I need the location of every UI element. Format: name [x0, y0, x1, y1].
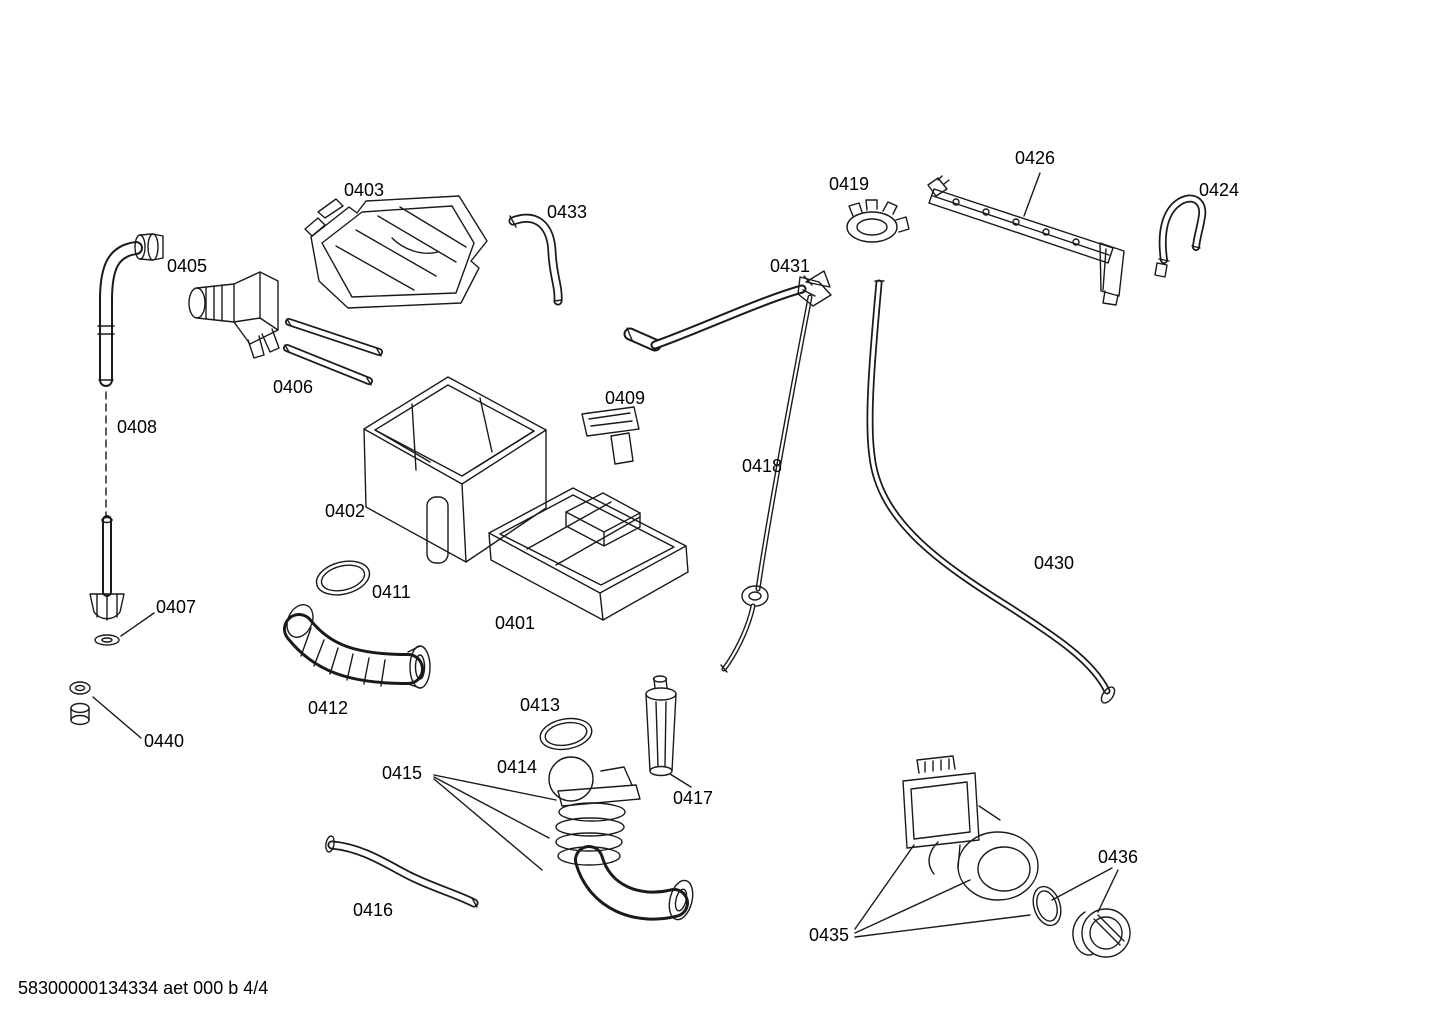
part-label-0413: 0413	[520, 695, 561, 715]
part-label-0419: 0419	[829, 174, 870, 194]
part-0424-hook-drawing	[1154, 194, 1207, 278]
part-label-0415: 0415	[382, 763, 423, 783]
part-0435-drain-pump-drawing	[854, 755, 1039, 938]
part-0419-clamp-drawing	[846, 199, 910, 243]
part-0430-hose-drawing	[866, 279, 1116, 704]
part-0409-bracket-drawing	[581, 406, 640, 465]
part-label-0435: 0435	[809, 925, 850, 945]
part-0417-stub-drawing	[645, 675, 692, 788]
part-label-0411: 0411	[372, 582, 411, 602]
part-label-0431: 0431	[770, 256, 811, 276]
part-0415-drain-elbow-drawing	[433, 766, 694, 921]
part-label-0416: 0416	[353, 900, 394, 920]
part-label-0405: 0405	[167, 256, 208, 276]
part-label-0403: 0403	[344, 180, 385, 200]
part-0403-dispenser-cover-drawing	[304, 195, 488, 309]
part-label-0401: 0401	[495, 613, 536, 633]
part-0402-dispenser-housing-drawing	[363, 376, 547, 564]
document-number: 58300000134334 aet 000 b 4/4	[18, 978, 269, 998]
part-label-0440: 0440	[144, 731, 185, 751]
part-label-0412: 0412	[308, 698, 349, 718]
part-0405-inlet-valve-drawing	[188, 271, 280, 359]
part-label-0407: 0407	[156, 597, 197, 617]
part-0406-tubes-drawing	[283, 318, 383, 386]
part-0436-filter-cap-drawing	[1032, 867, 1131, 958]
part-label-0418: 0418	[742, 456, 783, 476]
part-label-0409: 0409	[605, 388, 646, 408]
part-0413-seal-ring-drawing	[539, 717, 593, 751]
part-0407-nozzle-drawing	[89, 515, 155, 646]
part-label-0402: 0402	[325, 501, 366, 521]
part-label-0424: 0424	[1199, 180, 1240, 200]
part-0431-hose-clip-drawing	[797, 270, 832, 307]
part-label-0436: 0436	[1098, 847, 1139, 867]
part-label-0417: 0417	[673, 788, 714, 808]
part-label-0430: 0430	[1034, 553, 1075, 573]
part-label-0406: 0406	[273, 377, 314, 397]
part-0408-inlet-hose-drawing	[97, 233, 164, 517]
part-0412-bellows-hose-drawing	[283, 604, 431, 689]
part-label-0433: 0433	[547, 202, 588, 222]
part-label-0426: 0426	[1015, 148, 1056, 168]
part-0440-washers-drawing	[69, 681, 142, 739]
part-0416-hose-drawing	[325, 835, 479, 908]
part-0414-ring-drawing	[548, 756, 594, 802]
part-label-0408: 0408	[117, 417, 158, 437]
part-label-0414: 0414	[497, 757, 538, 777]
part-0418-hose-drawing	[623, 284, 813, 673]
part-0426-rail-drawing	[927, 172, 1125, 306]
part-0411-seal-ring-drawing	[315, 560, 371, 596]
part-0433-hose-drawing	[508, 213, 563, 306]
part-0401-dispenser-drawer-drawing	[488, 487, 689, 621]
